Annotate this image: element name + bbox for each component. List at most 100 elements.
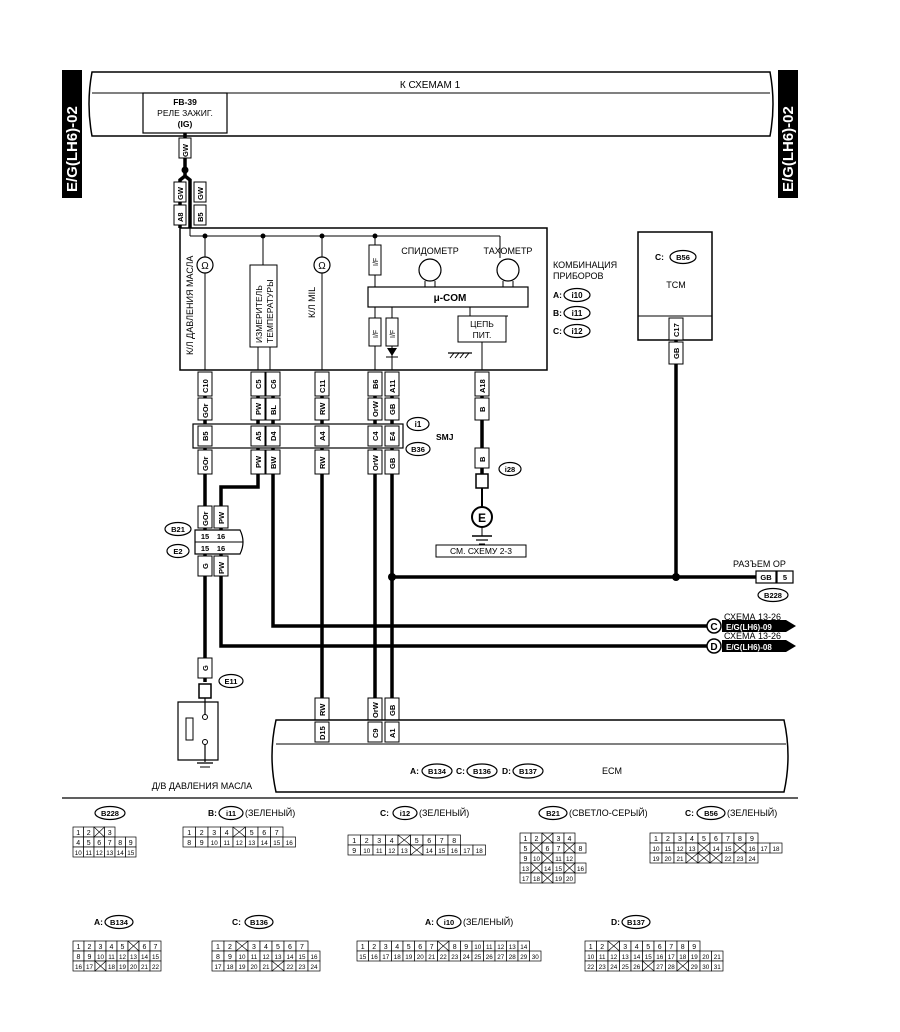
pin-number: 23 <box>298 964 306 971</box>
ignition-relay: FB-39 РЕЛЕ ЗАЖИГ. (IG) <box>142 92 228 134</box>
pin-number: 19 <box>119 964 127 971</box>
pin-number: 17 <box>522 876 530 883</box>
left-side-tag-text: E/G(LH6)-02 <box>64 106 81 192</box>
pin-number: 3 <box>678 836 682 843</box>
pin-number: 24 <box>748 856 756 863</box>
pin-number: 20 <box>702 954 710 961</box>
pin-number: 10 <box>474 944 482 951</box>
svg-text:15: 15 <box>201 544 209 553</box>
empty-pin-mark <box>685 852 699 864</box>
pin-number: 16 <box>748 846 756 853</box>
pin-number: 20 <box>664 856 672 863</box>
svg-text:D15: D15 <box>318 726 327 740</box>
svg-text:E4: E4 <box>388 431 397 441</box>
pin-number: 8 <box>738 836 742 843</box>
pin-number: 27 <box>656 964 664 971</box>
pin-number: 15 <box>555 866 563 873</box>
combination-meter: Ω К/Л ДАВЛЕНИЯ МАСЛА ИЗМЕРИТЕЛЬ ТЕМПЕРАТ… <box>179 227 617 371</box>
pin-number: 2 <box>88 944 92 951</box>
empty-pin-mark <box>232 826 246 838</box>
svg-text:BW: BW <box>269 456 278 469</box>
pin-number: 25 <box>474 954 482 961</box>
pin-number: 2 <box>535 836 539 843</box>
pin-number: 11 <box>223 840 230 847</box>
empty-pin-mark <box>733 842 747 854</box>
wire-gw-main: GW GW GW A8 B5 <box>173 133 207 228</box>
oil-lamp-label: К/Л ДАВЛЕНИЯ МАСЛА <box>185 256 195 355</box>
pin-number: 4 <box>395 944 399 951</box>
svg-text:GW: GW <box>196 186 205 200</box>
pin-number: 30 <box>532 954 540 961</box>
empty-pin-mark <box>642 960 655 972</box>
pin-number: 5 <box>250 830 254 837</box>
empty-pin-mark <box>530 862 543 874</box>
op-connector-conn: B228 <box>764 591 782 600</box>
pin-cell <box>769 842 783 854</box>
svg-text:G: G <box>201 563 210 569</box>
pin-number: 15 <box>152 954 160 961</box>
svg-text:GB: GB <box>672 347 681 359</box>
pin-number: 7 <box>430 944 434 951</box>
ref-arrow-c: СХЕМА 13-26 C E/G(LH6)-09 <box>706 612 796 634</box>
svg-text:C:: C: <box>456 766 465 776</box>
pin-number: 2 <box>600 944 604 951</box>
empty-pin-mark <box>437 940 450 952</box>
speedometer-label: СПИДОМЕТР <box>401 246 459 256</box>
pin-number: 9 <box>352 848 356 855</box>
top-bus-label: К СХЕМАМ 1 <box>400 80 461 91</box>
pin-number: 7 <box>726 836 730 843</box>
pin-number: 4 <box>264 944 268 951</box>
svg-text:C:: C: <box>655 252 664 262</box>
svg-text:BL: BL <box>269 405 278 415</box>
svg-text:GW: GW <box>181 143 190 157</box>
pin-number: 7 <box>440 838 444 845</box>
pin-number: 14 <box>520 944 528 951</box>
pin-number: 6 <box>97 840 101 847</box>
combo-title-2: ПРИБОРОВ <box>553 271 604 281</box>
pin-number: 8 <box>579 846 583 853</box>
pin-number: 15 <box>127 850 135 857</box>
pin-number: 12 <box>96 850 104 857</box>
svg-text:RW: RW <box>318 402 327 415</box>
pin-number: 9 <box>524 856 528 863</box>
pin-number: 8 <box>681 944 685 951</box>
pin-number: 13 <box>622 954 630 961</box>
svg-text:A:: A: <box>553 290 562 300</box>
pin-number: 20 <box>417 954 425 961</box>
svg-text:A18: A18 <box>478 379 487 393</box>
svg-text:GOr: GOr <box>201 511 210 526</box>
pin-number: 17 <box>760 846 768 853</box>
pin-number: 5 <box>702 836 706 843</box>
pin-number: 26 <box>633 964 641 971</box>
svg-text:A:: A: <box>410 766 419 776</box>
pin-number: 27 <box>497 954 505 961</box>
pin-number: 6 <box>262 830 266 837</box>
tcm-label: TCM <box>666 280 686 290</box>
pin-number: 3 <box>623 944 627 951</box>
pin-number: 16 <box>371 954 379 961</box>
pin-number: 3 <box>108 830 112 837</box>
svg-text:Ω: Ω <box>201 261 209 272</box>
ref-d-letter: D <box>710 642 717 653</box>
pin-number: 23 <box>599 964 607 971</box>
svg-text:C:: C: <box>380 808 389 818</box>
ecm-conn-a: B134 <box>428 767 447 776</box>
pin-cell <box>745 852 759 864</box>
pin-number: 12 <box>566 856 574 863</box>
pin-number: 10 <box>211 840 219 847</box>
pin-number: 20 <box>250 964 258 971</box>
svg-text:(СВЕТЛО-СЕРЫЙ): (СВЕТЛО-СЕРЫЙ) <box>569 807 648 818</box>
pin-number: 8 <box>453 944 457 951</box>
pin-number: 1 <box>77 944 81 951</box>
ref-c-letter: C <box>710 622 717 633</box>
pin-number: 7 <box>669 944 673 951</box>
pin-cell <box>563 872 576 884</box>
pin-number: 13 <box>106 850 114 857</box>
pin-number: 15 <box>645 954 653 961</box>
pin-number: 16 <box>656 954 664 961</box>
pin-number: 6 <box>427 838 431 845</box>
